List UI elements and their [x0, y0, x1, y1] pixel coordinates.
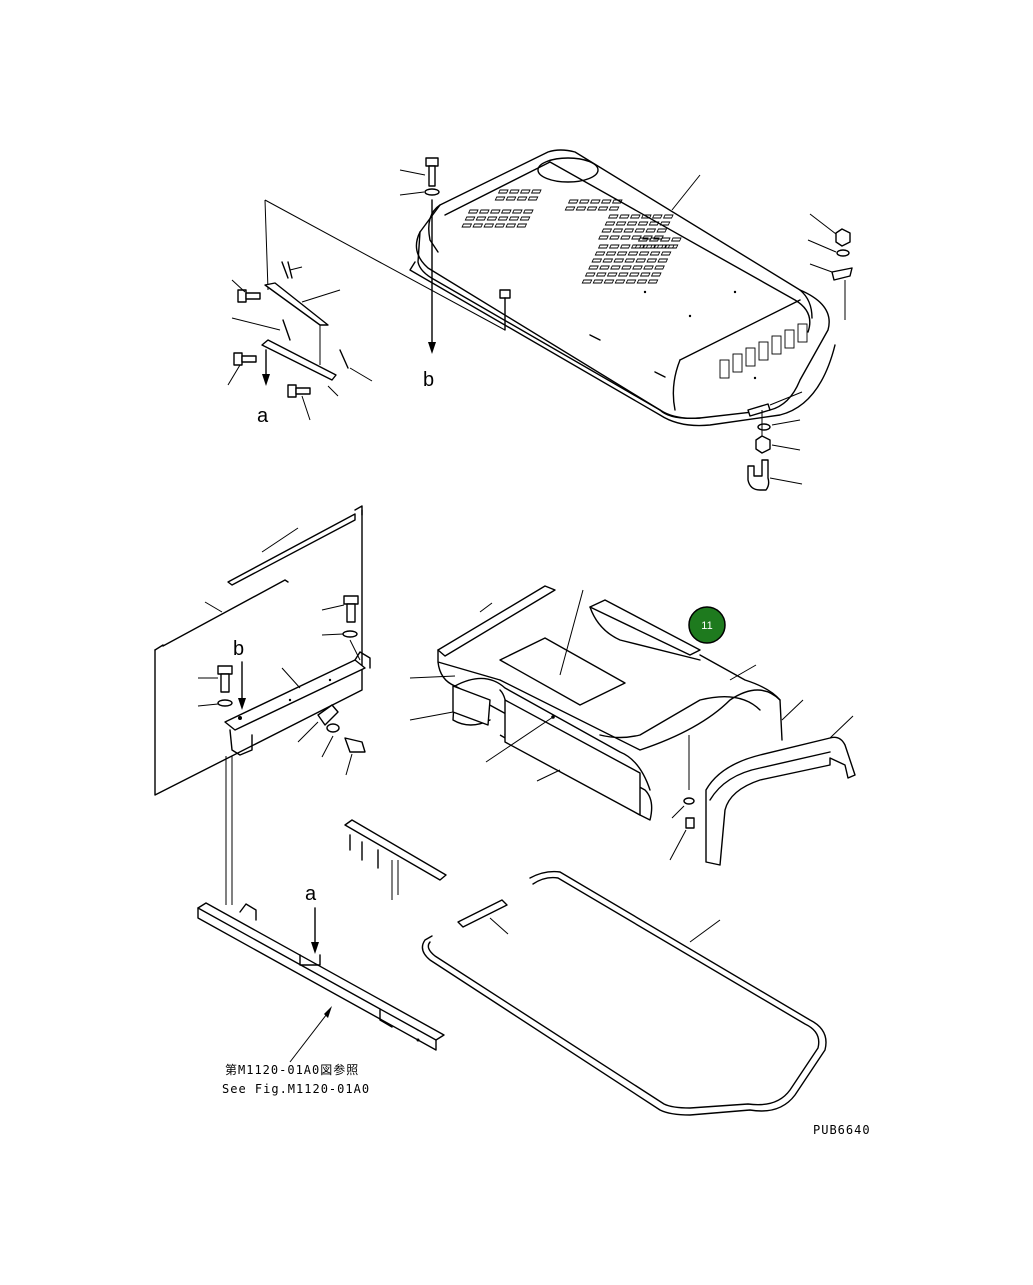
bracket-small [344, 819, 447, 900]
label-b-mid: b [233, 638, 244, 660]
callout-11-circle[interactable] [688, 606, 726, 644]
callout-11-number: 11 [701, 620, 712, 632]
reference-jp: 第M1120-01A0図参照 [225, 1062, 359, 1077]
hood-hinge-left: a [227, 199, 506, 427]
label-b-top: b [423, 369, 434, 391]
fender-frame-assembly [409, 585, 856, 866]
frame-beam: a [197, 883, 445, 1063]
label-a-top: a [257, 405, 269, 427]
drawing-code: PUB6640 [813, 1123, 871, 1137]
engine-hood-cover [409, 149, 836, 427]
label-a-bottom: a [305, 883, 317, 905]
hood-right-hardware [747, 213, 853, 491]
reference-en: See Fig.M1120-01A0 [222, 1082, 370, 1096]
side-panel-assembly: b [154, 505, 371, 905]
callout-11[interactable]: 11 [688, 606, 726, 644]
seal-gasket [421, 870, 827, 1116]
hood-bolt-assembly: b [399, 157, 440, 391]
